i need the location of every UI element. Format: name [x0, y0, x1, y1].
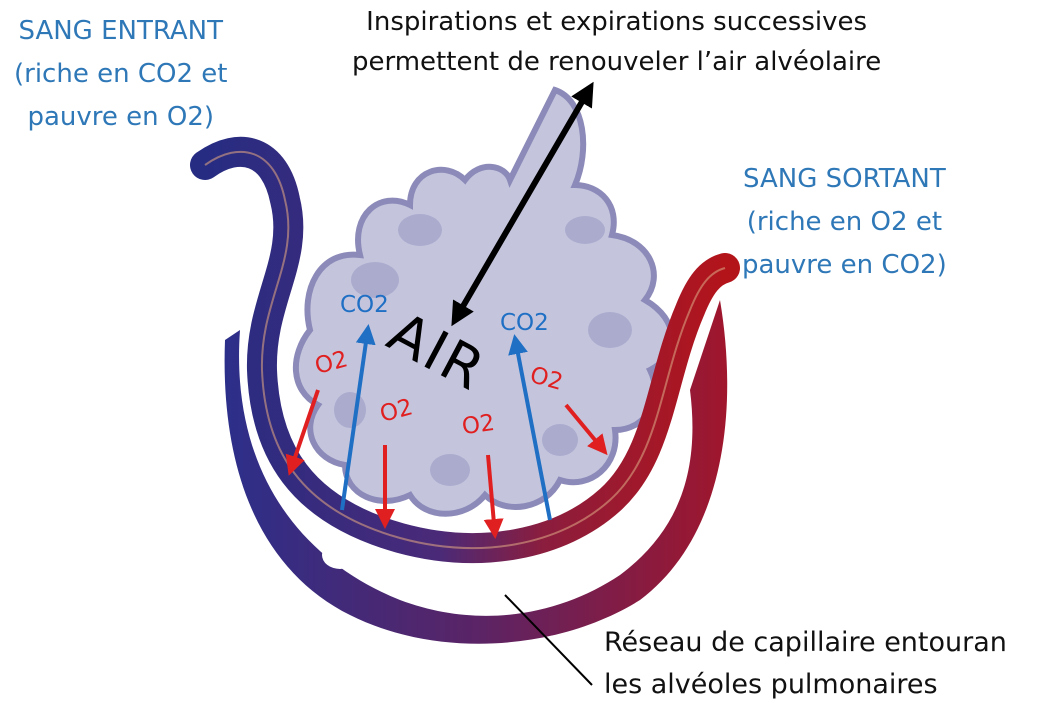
- blood-in-line2: pauvre en O2): [14, 96, 227, 139]
- network-line2: les alvéoles pulmonaires: [604, 664, 1007, 706]
- co2-label-right: CO2: [500, 310, 549, 336]
- o2-label-c: O2: [460, 410, 496, 440]
- blood-out-line1: (riche en O2 et: [742, 201, 947, 244]
- blood-out-title: SANG SORTANT: [742, 158, 947, 201]
- network-line1: Réseau de capillaire entouran: [604, 622, 1007, 664]
- blood-in-line1: (riche en CO2 et: [14, 53, 227, 96]
- blood-out-label: SANG SORTANT (riche en O2 et pauvre en C…: [742, 158, 947, 287]
- breathing-label: Inspirations et expirations successives …: [352, 2, 881, 82]
- blood-out-line2: pauvre en CO2): [742, 244, 947, 287]
- network-label: Réseau de capillaire entouran les alvéol…: [604, 622, 1007, 706]
- breathing-line1: Inspirations et expirations successives: [352, 2, 881, 42]
- blood-in-label: SANG ENTRANT (riche en CO2 et pauvre en …: [14, 10, 227, 139]
- breathing-line2: permettent de renouveler l’air alvéolair…: [352, 42, 881, 82]
- blood-in-title: SANG ENTRANT: [14, 10, 227, 53]
- co2-label-left: CO2: [340, 292, 389, 318]
